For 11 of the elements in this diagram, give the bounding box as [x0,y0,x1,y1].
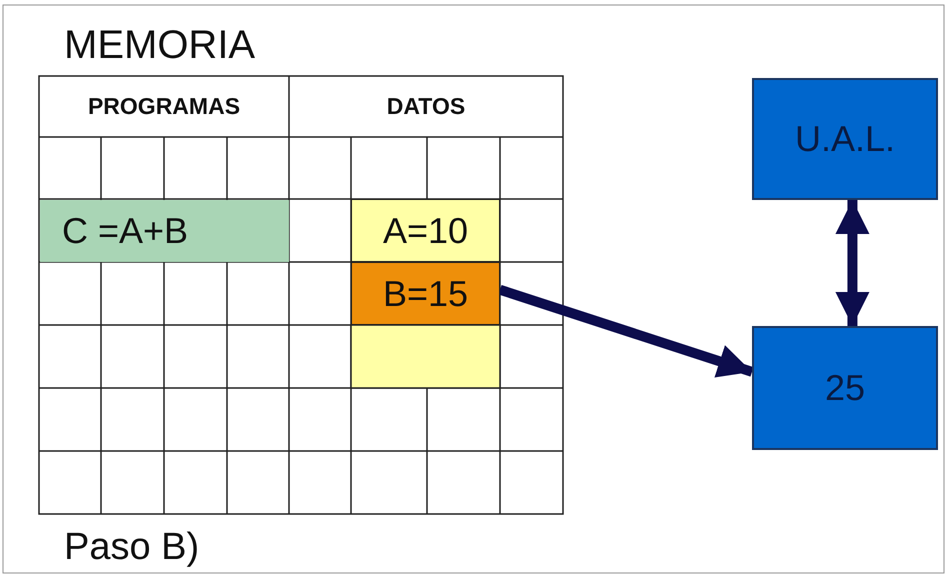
caption: Paso B) [64,524,200,570]
data-cell: B=15 [351,262,500,325]
result-box: 25 [752,326,938,450]
instruction-cell: C =A+B [40,200,289,262]
double-arrow [835,200,870,326]
processing-unit-box: U.A.L. [752,78,938,200]
data-cell: A=10 [351,199,500,262]
title: MEMORIA [64,22,256,68]
column-header: DATOS [386,92,466,121]
arrow [498,284,754,378]
column-header: PROGRAMAS [86,92,242,121]
